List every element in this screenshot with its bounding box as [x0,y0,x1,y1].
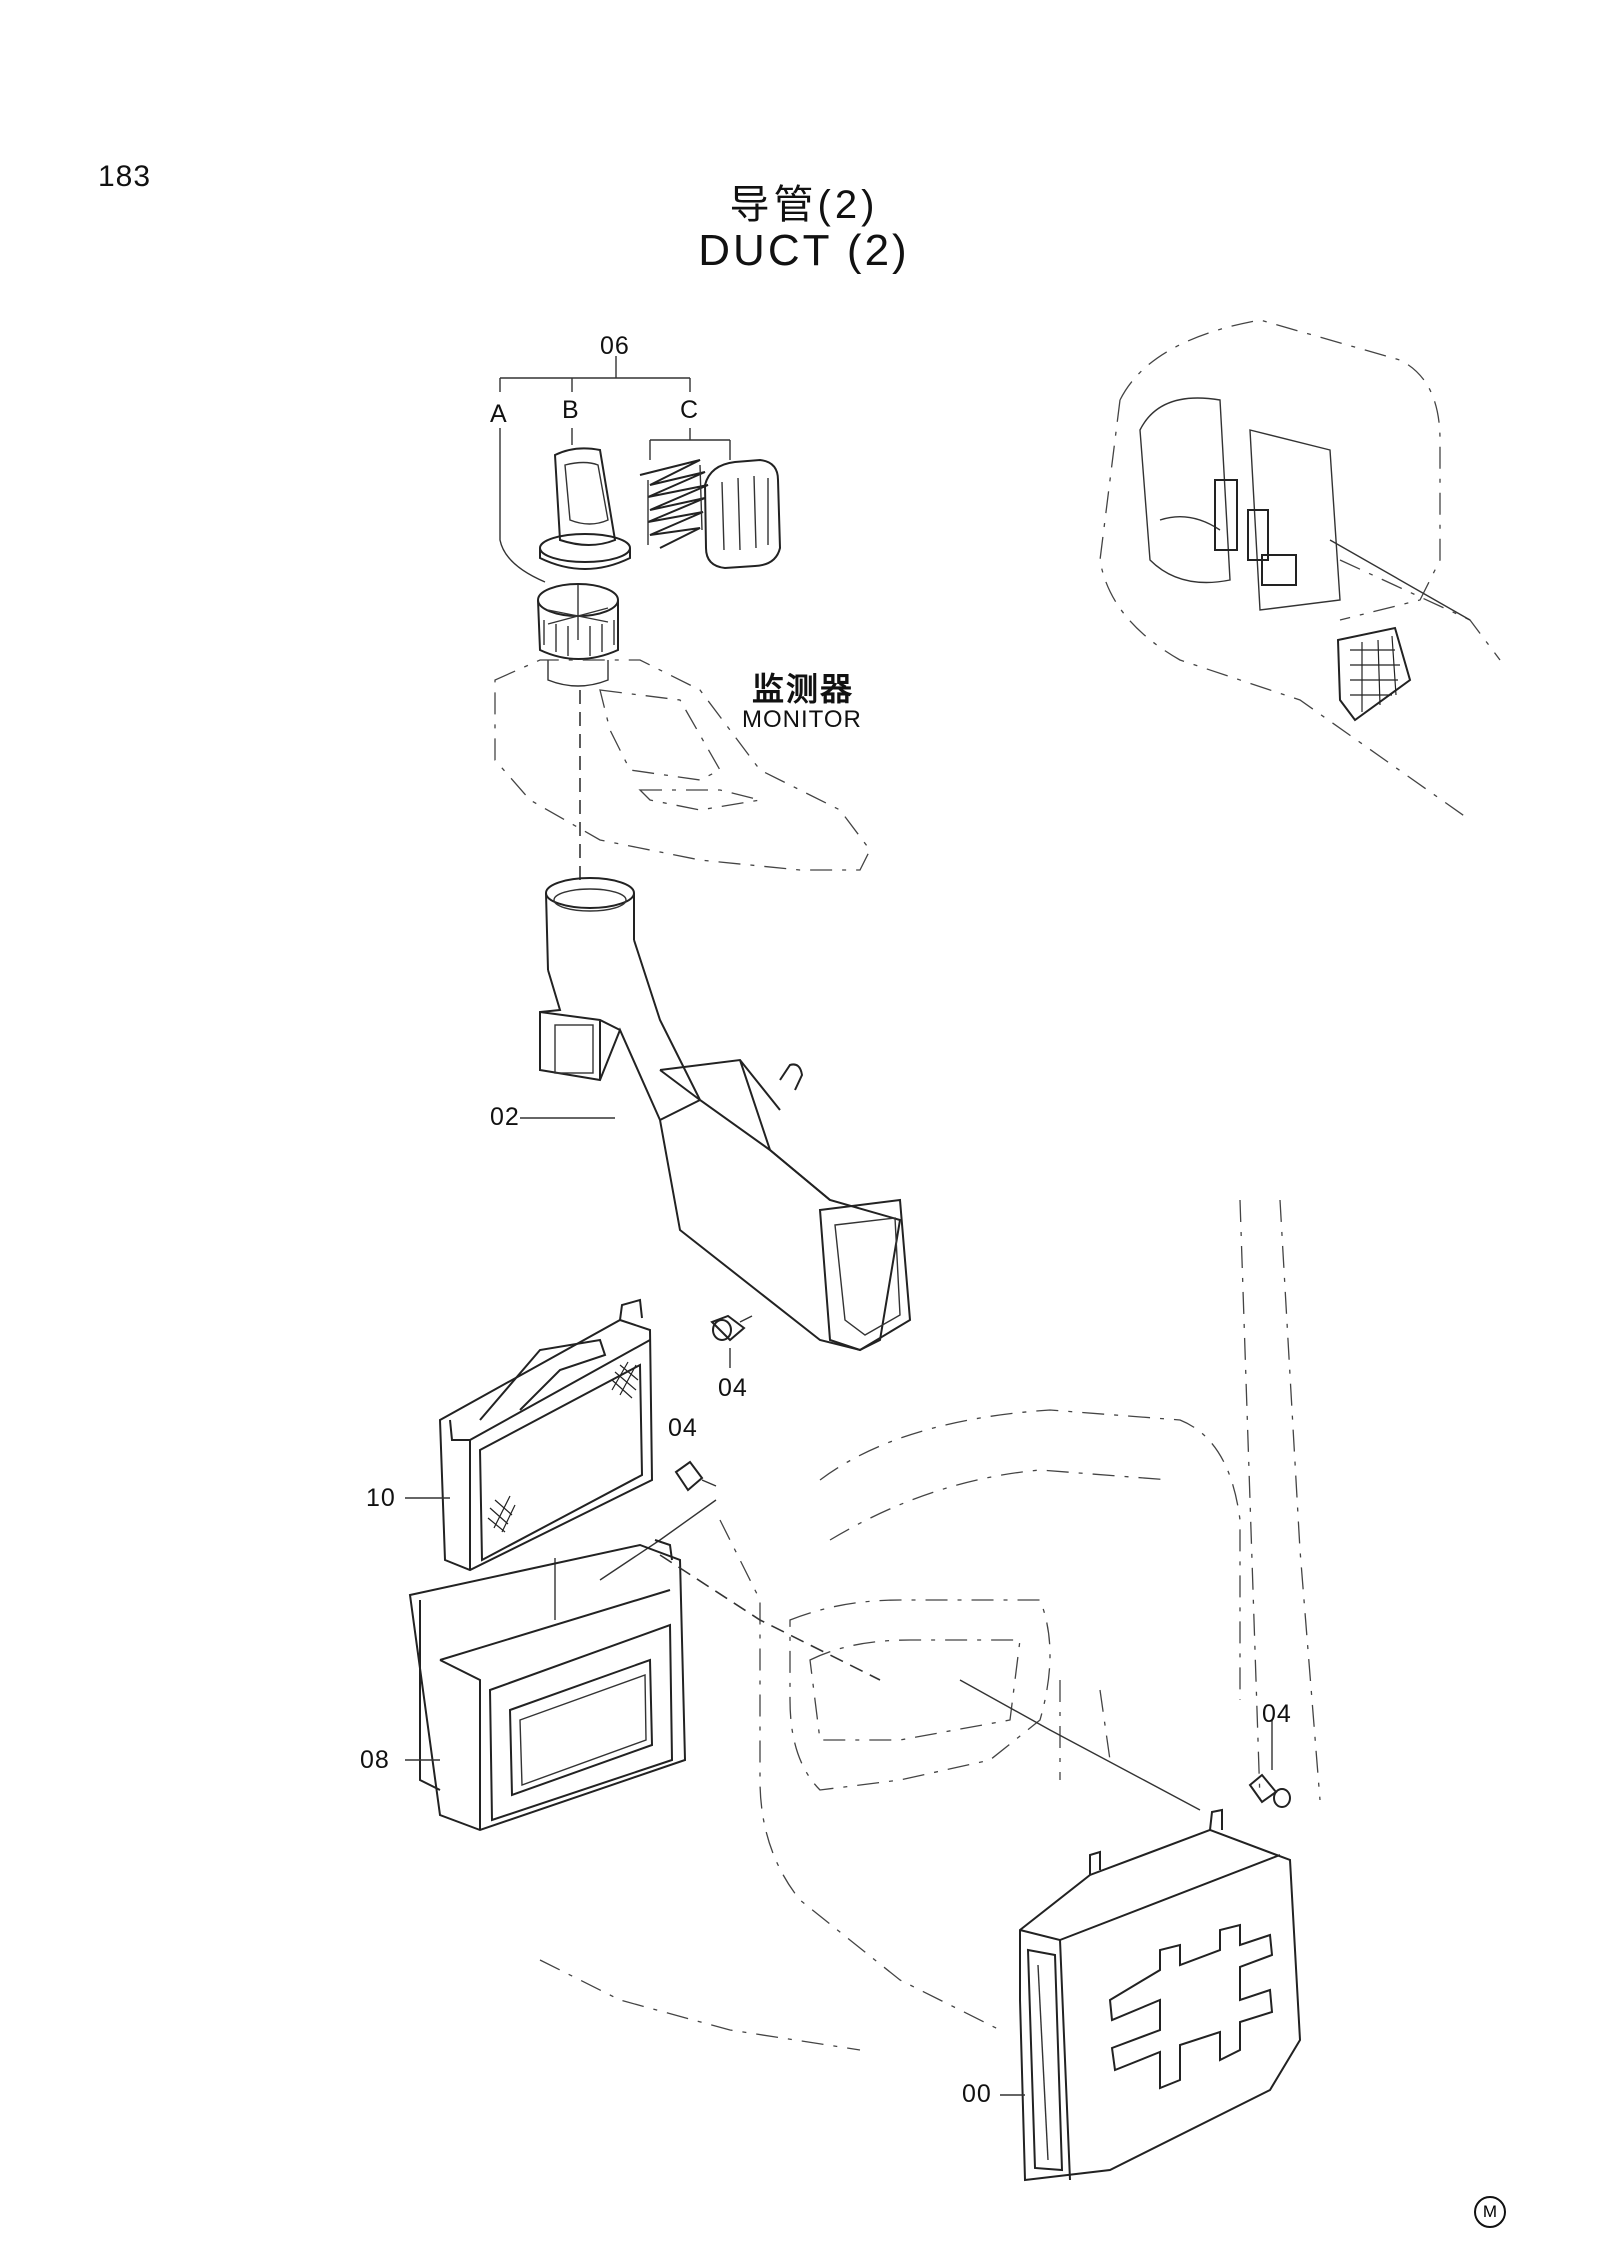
grille-drawing [703,458,782,570]
callout-00: 00 [962,2080,992,2108]
cab-thumbnail [1099,319,1501,821]
callout-10: 10 [366,1484,396,1512]
callout-04-upper: 04 [718,1374,748,1402]
callout-08: 08 [360,1746,390,1774]
monitor-label-chinese: 监测器 [752,671,855,707]
callout-sub-a: A [490,400,508,428]
monitor-label-english: MONITOR [742,706,862,733]
page-title-chinese: 导管(2) [729,183,879,227]
spring-drawing [639,459,709,549]
callout-06: 06 [600,332,630,360]
callout-sub-b: B [562,396,580,424]
filter-10-drawing [405,1298,654,1620]
callout-06-bracket [499,356,731,583]
page-title-english: DUCT (2) [698,226,910,275]
louver-b-drawing [539,447,631,570]
callout-04-lower: 04 [1262,1700,1292,1728]
monitor-panel-drawing [494,659,871,880]
page-number: 183 [98,160,152,193]
callout-sub-c: C [680,396,700,424]
cab-interior-outline [539,1199,1321,2051]
circled-m-mark: M [1474,2196,1506,2228]
screw-04-upper [710,1314,753,1368]
callout-02: 02 [490,1103,520,1131]
callout-04-middle: 04 [668,1414,698,1442]
frame-08-drawing [405,1539,687,1832]
cover-00-drawing [1000,1808,1302,2182]
outlet-a-drawing [537,583,619,687]
screw-04-middle [599,1460,717,1581]
duct-02-drawing [520,877,912,1352]
screw-04-lower [1248,1720,1291,1808]
